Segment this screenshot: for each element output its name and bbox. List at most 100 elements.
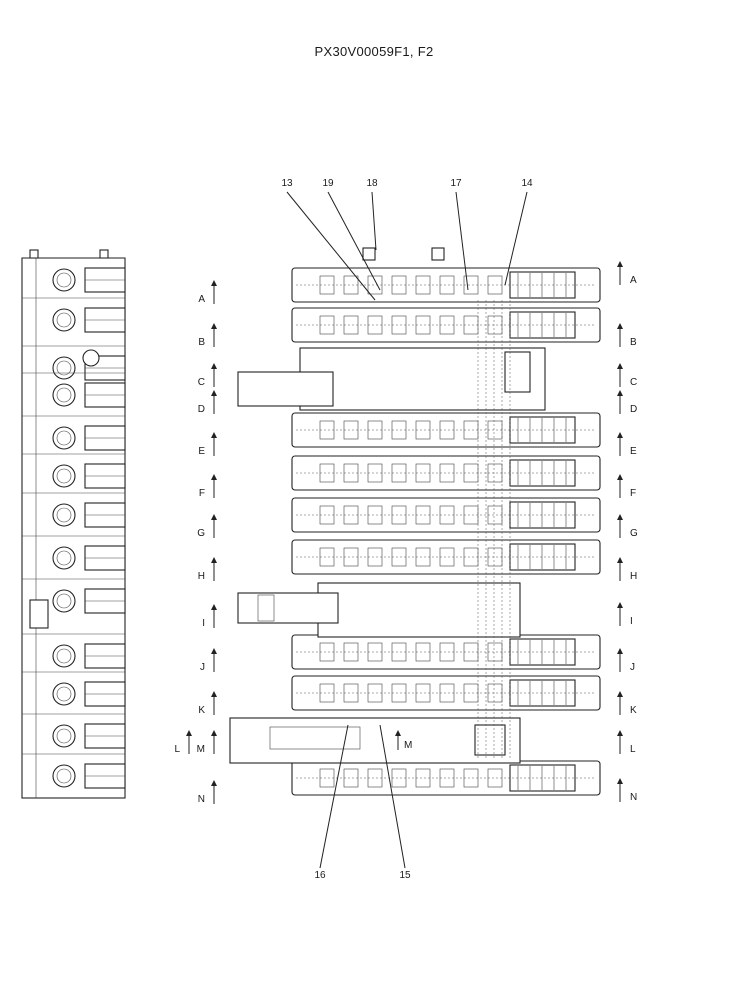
- side-bolt: [99, 249, 109, 259]
- section-arrowhead: [211, 474, 217, 480]
- front-view: [229, 247, 601, 796]
- part-number-18: 18: [366, 178, 378, 189]
- inlet-section-body: [317, 582, 521, 638]
- spool-land: [391, 275, 407, 295]
- section-label-left-H: H: [198, 571, 205, 582]
- side-plug: [82, 349, 100, 367]
- section-arrowhead: [211, 691, 217, 697]
- section-arrowhead: [211, 390, 217, 396]
- travel-cap: [474, 724, 506, 756]
- spool-land: [439, 275, 455, 295]
- section-label-right-H: H: [630, 571, 637, 582]
- side-port-circle: [52, 426, 76, 450]
- section-arrowhead: [617, 390, 623, 396]
- section-arrowhead: [617, 474, 623, 480]
- spool-land: [367, 275, 383, 295]
- leader-line: [371, 191, 377, 251]
- side-port-circle: [52, 308, 76, 332]
- section-label-left-K: K: [198, 705, 205, 716]
- spool-land: [319, 463, 335, 483]
- spool-land: [319, 275, 335, 295]
- section-arrowhead: [617, 557, 623, 563]
- spool-land: [367, 547, 383, 567]
- section-arrowhead: [211, 604, 217, 610]
- side-port-circle: [52, 644, 76, 668]
- section-label-left-J: J: [200, 662, 205, 673]
- leader-line: [379, 724, 406, 869]
- side-port-inner: [56, 728, 72, 744]
- side-view: [21, 249, 126, 799]
- spool-land: [487, 768, 503, 788]
- section-label-left-E: E: [198, 446, 205, 457]
- section-arrowhead: [617, 432, 623, 438]
- spool-land: [343, 547, 359, 567]
- side-port-circle: [52, 682, 76, 706]
- section-label-right-I: I: [630, 616, 633, 627]
- spool-land: [391, 768, 407, 788]
- spool-land: [439, 505, 455, 525]
- side-port-inner: [56, 468, 72, 484]
- spool-land: [439, 420, 455, 440]
- spool-land: [343, 315, 359, 335]
- part-number-19: 19: [322, 178, 334, 189]
- spool-land: [319, 547, 335, 567]
- section-label-right-K: K: [630, 705, 637, 716]
- spool-land: [439, 683, 455, 703]
- spool-land: [391, 315, 407, 335]
- section-label-right-A: A: [630, 275, 637, 286]
- spool-land: [367, 315, 383, 335]
- section-label-left-N: N: [198, 794, 205, 805]
- spool-land: [487, 505, 503, 525]
- section-arrowhead: [211, 730, 217, 736]
- leader-line: [455, 191, 469, 291]
- section-label-inner-M: M: [404, 740, 412, 751]
- section-label-left-G: G: [197, 528, 205, 539]
- spool-land: [367, 642, 383, 662]
- spool-land: [415, 275, 431, 295]
- section-arrowhead: [617, 363, 623, 369]
- section-label-left-B: B: [198, 337, 205, 348]
- section-arrowhead: [617, 323, 623, 329]
- side-port-inner: [56, 272, 72, 288]
- section-arrowhead: [186, 730, 192, 736]
- spool-land: [415, 315, 431, 335]
- side-port-inner: [56, 550, 72, 566]
- side-port-circle: [52, 503, 76, 527]
- section-arrowhead: [395, 730, 401, 736]
- section-label-right-G: G: [630, 528, 638, 539]
- section-arrowhead: [617, 691, 623, 697]
- section-label-left-D: D: [198, 404, 205, 415]
- spool-land: [415, 683, 431, 703]
- spool-land: [343, 420, 359, 440]
- section-label-right-L: L: [630, 744, 636, 755]
- side-port-inner: [56, 312, 72, 328]
- relief-valve: [237, 371, 334, 407]
- part-number-15: 15: [399, 870, 411, 881]
- travel-spool: [269, 726, 361, 750]
- drawing-title: PX30V00059F1, F2: [314, 44, 434, 59]
- spool-land: [343, 505, 359, 525]
- spool-land: [367, 505, 383, 525]
- leader-line: [327, 191, 381, 291]
- section-arrowhead: [211, 780, 217, 786]
- section-arrowhead: [211, 432, 217, 438]
- side-cover: [29, 599, 49, 629]
- side-port-circle: [52, 383, 76, 407]
- section-label-right-B: B: [630, 337, 637, 348]
- spool-land: [415, 463, 431, 483]
- leader-line: [286, 191, 376, 301]
- section-label-right-N: N: [630, 792, 637, 803]
- spool-land: [391, 420, 407, 440]
- side-body-outline: [21, 257, 126, 799]
- side-port-inner: [56, 648, 72, 664]
- section-label-left-C: C: [198, 377, 205, 388]
- section-arrowhead: [617, 648, 623, 654]
- side-port-inner: [56, 768, 72, 784]
- relief-section-body: [299, 347, 546, 411]
- side-port-inner: [56, 507, 72, 523]
- top-bolt: [362, 247, 376, 261]
- section-label-left-L: L: [174, 744, 180, 755]
- side-port-circle: [52, 764, 76, 788]
- spool-land: [487, 275, 503, 295]
